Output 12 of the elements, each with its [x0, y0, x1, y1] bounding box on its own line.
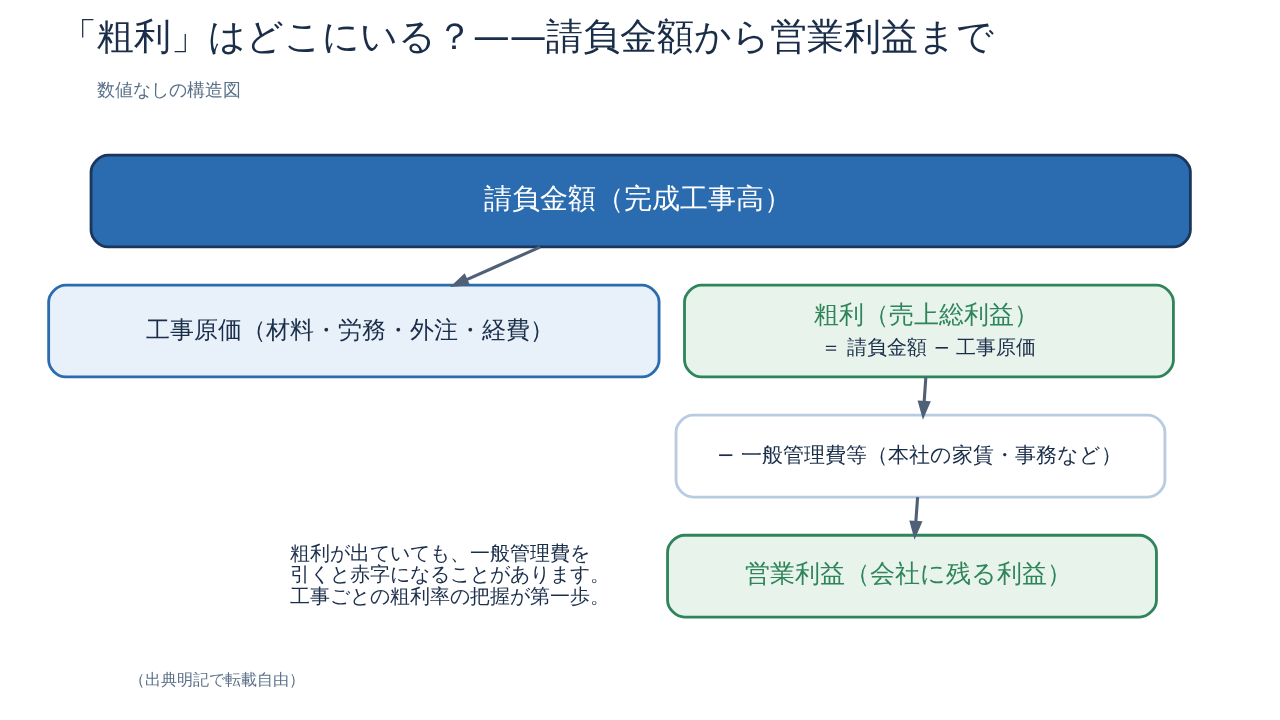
node-box: 営業利益（会社に残る利益）: [666, 533, 1158, 619]
arrow: [909, 497, 923, 540]
node-box: 粗利（売上総利益） ＝ 請負金額 − 工事原価: [683, 283, 1175, 379]
node-box: 工事原価（材料・労務・外注・経費）: [47, 283, 661, 379]
label: 数値なしの構造図: [96, 79, 241, 101]
diagram-title: 「粗利」はどこにいる？——請負金額から営業利益まで: [59, 14, 995, 58]
arrow: [450, 245, 541, 287]
arrow: [917, 377, 931, 420]
node-box: − 一般管理費等（本社の家賃・事務など）: [674, 413, 1167, 499]
label: （出典明記で転載自由）: [129, 670, 306, 689]
node-box: 請負金額（完成工事高）: [89, 153, 1192, 249]
label: 粗利が出ていても、一般管理費を引くと赤字になることがあります。工事ごとの粗利率の把握が第一歩。: [289, 542, 610, 608]
